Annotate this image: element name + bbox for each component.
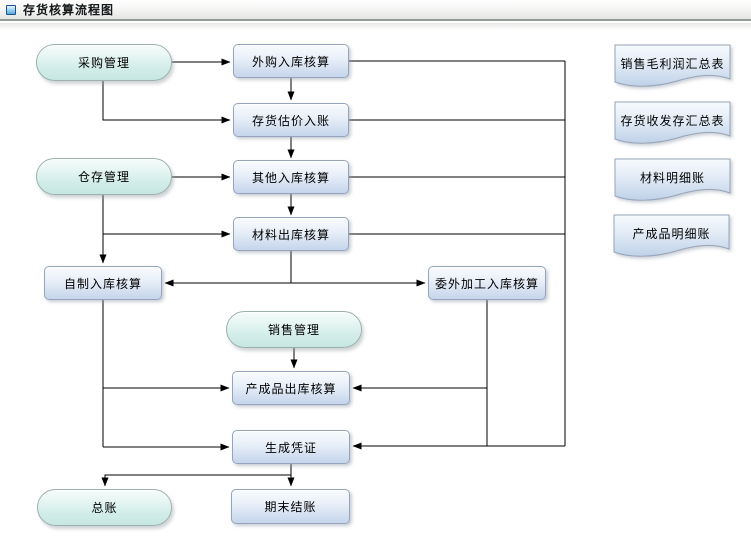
document-shape-icon xyxy=(613,214,730,257)
document-shape-icon xyxy=(614,158,731,201)
document-shape-icon xyxy=(614,44,731,87)
node-general-ledger[interactable]: 总账 xyxy=(37,489,172,526)
node-label: 外购入库核算 xyxy=(251,54,330,69)
node-label: 总账 xyxy=(91,501,118,515)
node-finished-goods-outbound-accounting[interactable]: 产成品出库核算 xyxy=(232,371,350,405)
node-purchased-inbound-accounting[interactable]: 外购入库核算 xyxy=(233,44,349,78)
node-inventory-estimate-entry[interactable]: 存货估价入账 xyxy=(233,103,349,137)
node-report-finished-goods-subsidiary-ledger[interactable]: 产成品明细账 xyxy=(613,214,730,260)
node-report-material-subsidiary-ledger[interactable]: 材料明细账 xyxy=(614,158,731,204)
edge-pingzheng-to-ledger xyxy=(101,474,291,487)
node-label: 材料出库核算 xyxy=(251,227,330,242)
window-icon xyxy=(6,4,16,15)
page-title: 存货核算流程图 xyxy=(23,3,115,17)
node-label: 期末结账 xyxy=(264,500,317,514)
node-sales-management[interactable]: 销售管理 xyxy=(226,311,362,348)
node-label: 销售管理 xyxy=(267,323,320,337)
titlebar-separator xyxy=(0,23,751,30)
node-period-end-closing[interactable]: 期末结账 xyxy=(231,489,350,524)
node-label: 销售毛利润汇总表 xyxy=(620,56,725,71)
node-label: 委外加工入库核算 xyxy=(434,276,539,291)
node-label: 存货收发存汇总表 xyxy=(620,113,725,128)
document-shape-icon xyxy=(614,101,731,144)
node-outsourced-inbound-accounting[interactable]: 委外加工入库核算 xyxy=(428,266,546,300)
node-label: 材料明细账 xyxy=(639,170,705,185)
node-other-inbound-accounting[interactable]: 其他入库核算 xyxy=(233,160,349,194)
node-material-outbound-accounting[interactable]: 材料出库核算 xyxy=(233,217,349,251)
node-label: 仓存管理 xyxy=(77,170,130,184)
node-label: 存货估价入账 xyxy=(251,113,330,128)
node-report-sales-gross-profit-summary[interactable]: 销售毛利润汇总表 xyxy=(614,44,731,90)
node-warehouse-management[interactable]: 仓存管理 xyxy=(36,158,172,195)
node-label: 产成品明细账 xyxy=(632,226,711,241)
node-selfmade-inbound-accounting[interactable]: 自制入库核算 xyxy=(44,266,162,300)
node-label: 采购管理 xyxy=(77,56,130,70)
node-generate-voucher[interactable]: 生成凭证 xyxy=(232,430,350,464)
node-report-inventory-in-out-summary[interactable]: 存货收发存汇总表 xyxy=(614,101,731,147)
node-label: 自制入库核算 xyxy=(63,276,142,291)
node-label: 产成品出库核算 xyxy=(245,381,337,396)
edge-purchase-to-gujia xyxy=(102,81,231,124)
node-label: 生成凭证 xyxy=(264,440,317,455)
node-label: 其他入库核算 xyxy=(251,170,330,185)
title-bar: 存货核算流程图 xyxy=(0,0,751,21)
node-purchase-management[interactable]: 采购管理 xyxy=(36,44,172,81)
